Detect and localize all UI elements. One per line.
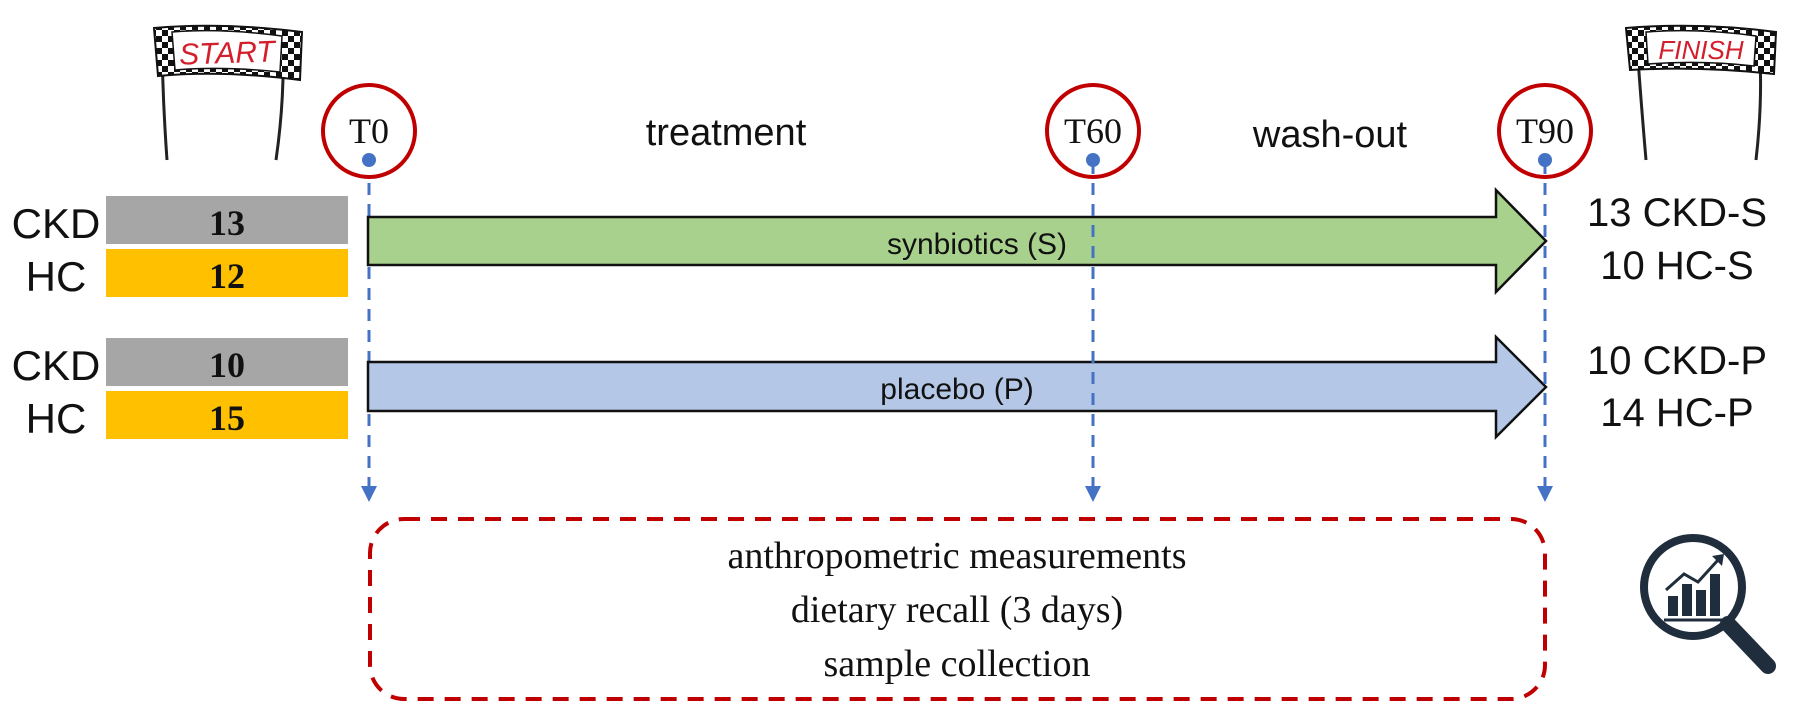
synbiotics-arrow-label: synbiotics (S) [887,228,1067,261]
placebo-hc-box [106,391,348,439]
placebo-ckd-box [106,338,348,386]
placebo-start-group: CKD 10 HC 15 [12,338,348,442]
placebo-arrow: placebo (P) [366,333,1548,441]
placebo-hc-count: 15 [209,398,245,438]
timepoint-t60: T60 [1045,83,1141,179]
synbiotics-ckd-box [106,196,348,244]
synbiotics-start-group: CKD 13 HC 12 [12,196,348,300]
t60-arrowhead [1085,486,1101,502]
synbiotics-hc-count: 12 [209,256,245,296]
synbiotics-ckd-count: 13 [209,203,245,243]
placebo-hc-label: HC [26,395,87,442]
synbiotics-ckd-label: CKD [12,200,101,247]
timepoint-t0-label: T0 [349,111,389,151]
synbiotics-outcome-hc: 10 HC-S [1600,244,1753,288]
timeline-arrowheads [361,486,1553,502]
t0-arrowhead [361,486,377,502]
placebo-outcome-hc: 14 HC-P [1600,391,1753,435]
procedures-box: anthropometric measurements dietary reca… [368,517,1547,701]
placebo-ckd-count: 10 [209,345,245,385]
timeline-lines [367,162,1547,488]
analysis-magnifier-chart-icon [1640,534,1776,674]
timeline-overlay [1091,162,1547,488]
finish-flag-icon: FINISH [1624,24,1778,161]
synbiotics-hc-box [106,249,348,297]
phase-treatment-label: treatment [646,112,807,154]
start-flag-label: START [179,35,278,71]
procedure-anthropometric: anthropometric measurements [727,535,1186,577]
placebo-outcome-ckd: 10 CKD-P [1587,339,1767,383]
procedure-dietary-recall: dietary recall (3 days) [791,589,1123,631]
start-flag-icon: START [152,24,304,161]
timepoint-t90: T90 [1497,83,1593,179]
synbiotics-hc-label: HC [26,253,87,300]
timepoint-t60-label: T60 [1064,111,1122,151]
phase-washout-label: wash-out [1252,114,1408,156]
timepoint-t0: T0 [321,83,417,179]
finish-flag-label: FINISH [1658,35,1743,65]
procedure-sample-collection: sample collection [824,643,1091,685]
placebo-ckd-label: CKD [12,342,101,389]
timepoint-t90-label: T90 [1516,111,1574,151]
placebo-arrow-label: placebo (P) [880,373,1033,406]
t90-arrowhead [1537,486,1553,502]
synbiotics-arrow: synbiotics (S) [366,186,1548,296]
synbiotics-outcome-ckd: 13 CKD-S [1587,191,1767,235]
